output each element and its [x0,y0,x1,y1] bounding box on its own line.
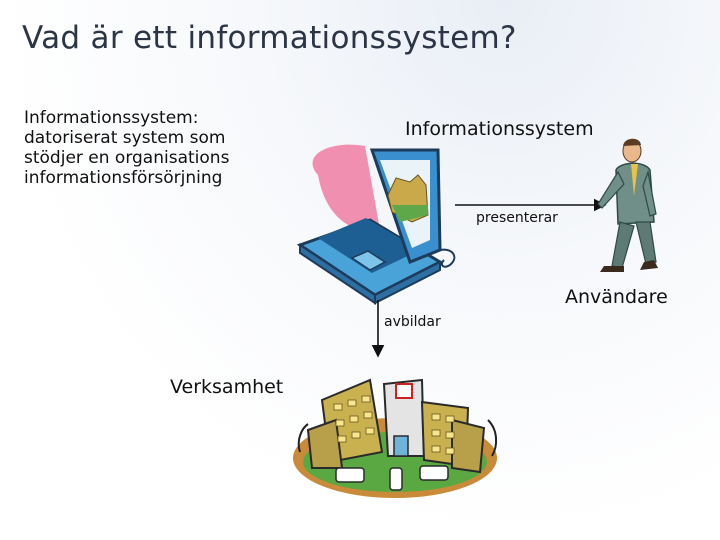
presents-label: presenterar [476,210,558,226]
information-system-label: Informationssystem [405,118,594,140]
depicts-label: avbildar [384,314,441,330]
business-buildings-icon [293,380,497,498]
user-label: Användare [565,286,668,308]
business-label: Verksamhet [170,376,283,398]
user-person-icon [598,139,658,272]
laptop-icon [300,145,454,303]
